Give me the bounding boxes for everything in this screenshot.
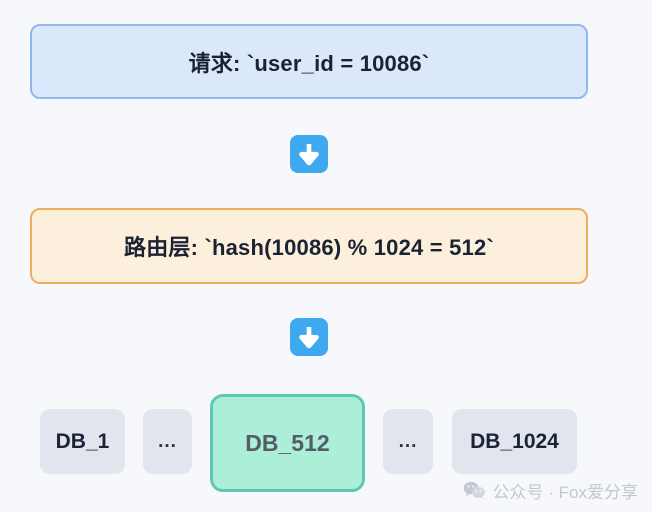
database-shard-row: DB_1 ... DB_512 ... DB_1024 bbox=[0, 380, 652, 500]
db-node-ellipsis-right: ... bbox=[383, 409, 433, 474]
db-node-label: ... bbox=[158, 430, 177, 452]
db-node-label: DB_1024 bbox=[470, 429, 559, 453]
db-node-label: DB_512 bbox=[245, 429, 330, 456]
arrow-down-icon bbox=[290, 318, 328, 356]
db-node-db-512-highlighted: DB_512 bbox=[210, 394, 365, 492]
db-node-label: DB_1 bbox=[55, 429, 110, 453]
db-node-db-1: DB_1 bbox=[40, 409, 125, 474]
db-node-ellipsis-left: ... bbox=[143, 409, 192, 474]
db-node-db-1024: DB_1024 bbox=[452, 409, 577, 474]
stage-request-label: 请求: `user_id = 10086` bbox=[188, 50, 430, 76]
stage-router-label: 路由层: `hash(10086) % 1024 = 512` bbox=[124, 235, 494, 260]
db-node-label: ... bbox=[398, 430, 418, 452]
stage-request-box: 请求: `user_id = 10086` bbox=[30, 24, 588, 99]
arrow-down-icon bbox=[290, 135, 328, 173]
stage-router-box: 路由层: `hash(10086) % 1024 = 512` bbox=[30, 208, 588, 284]
